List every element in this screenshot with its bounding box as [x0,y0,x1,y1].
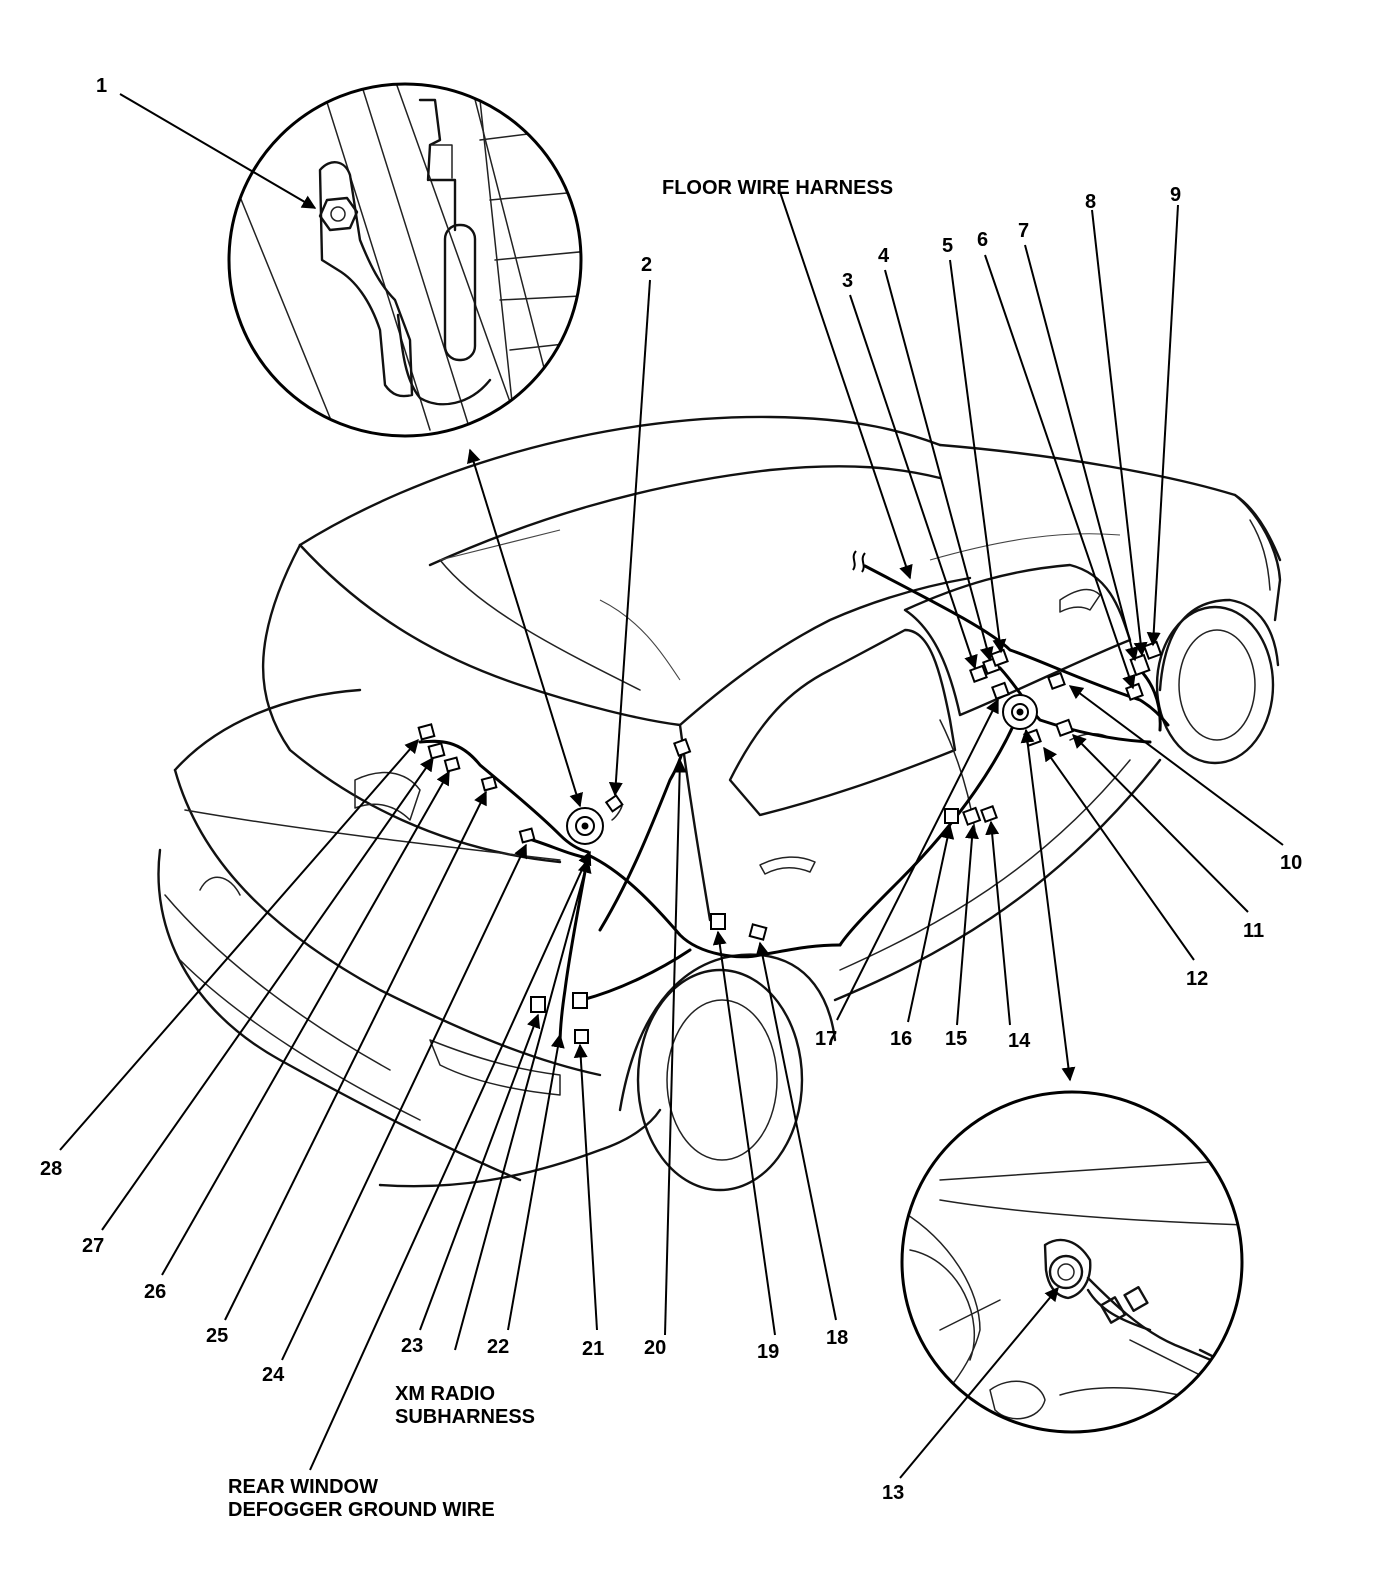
floor-ground-bolt [1002,694,1038,730]
callout-19: 19 [757,1341,779,1363]
callout-10: 10 [1280,852,1302,874]
connector [574,1029,589,1044]
callout-22: 22 [487,1336,509,1358]
callout-1: 1 [96,75,107,97]
connector [710,913,726,930]
connector [518,827,536,844]
callout-17: 17 [815,1028,837,1050]
connector [572,992,588,1009]
car-body [157,415,1282,1192]
connector [417,723,436,741]
callout-14: 14 [1008,1030,1031,1052]
callout-21: 21 [582,1338,604,1360]
connector [980,805,998,823]
connector [990,648,1009,667]
floor-wire-harness-label: FLOOR WIRE HARNESS [662,177,893,199]
defogger-label-line2: DEFOGGER GROUND WIRE [228,1499,495,1521]
detail-circle-ground-bolt [227,82,583,438]
connector [604,794,624,813]
callout-5: 5 [942,235,953,257]
callout-16: 16 [890,1028,912,1050]
connector [443,756,461,773]
callout-3: 3 [842,270,853,292]
callout-numbers: 1 2 3 4 5 6 7 8 9 10 11 12 13 14 15 16 1… [40,75,1302,1504]
connector [748,923,768,941]
callout-12: 12 [1186,968,1208,990]
callout-20: 20 [644,1337,666,1359]
leader-lines [59,93,1284,1479]
callout-7: 7 [1018,220,1029,242]
cut-symbol [852,550,866,573]
connector [1047,671,1066,690]
callout-25: 25 [206,1325,228,1347]
callout-28: 28 [40,1158,62,1180]
callout-18: 18 [826,1327,848,1349]
callout-24: 24 [262,1364,285,1386]
xm-radio-label-line1: XM RADIO [395,1383,495,1405]
callout-6: 6 [977,229,988,251]
callout-9: 9 [1170,184,1181,206]
connector [480,775,498,792]
connector [673,738,692,757]
detail-circle-floor-bolt [900,1090,1244,1434]
connector [944,808,959,824]
callout-23: 23 [401,1335,423,1357]
defogger-label-line1: REAR WINDOW [228,1476,378,1498]
connector [530,996,546,1013]
callout-15: 15 [945,1028,967,1050]
connector [1125,682,1144,701]
callout-26: 26 [144,1281,166,1303]
connector [962,806,982,826]
callout-8: 8 [1085,191,1096,213]
callout-27: 27 [82,1235,104,1257]
defogger-ground-bolt [566,807,604,845]
callout-4: 4 [878,245,890,267]
callout-11: 11 [1243,920,1264,942]
connector [427,742,446,760]
connector [991,681,1010,700]
xm-radio-label-line2: SUBHARNESS [395,1406,535,1428]
callout-13: 13 [882,1482,904,1504]
harness-labels: FLOOR WIRE HARNESS XM RADIO SUBHARNESS R… [228,177,893,1521]
connector [1055,718,1074,737]
connector [969,664,988,683]
callout-2: 2 [641,254,652,276]
